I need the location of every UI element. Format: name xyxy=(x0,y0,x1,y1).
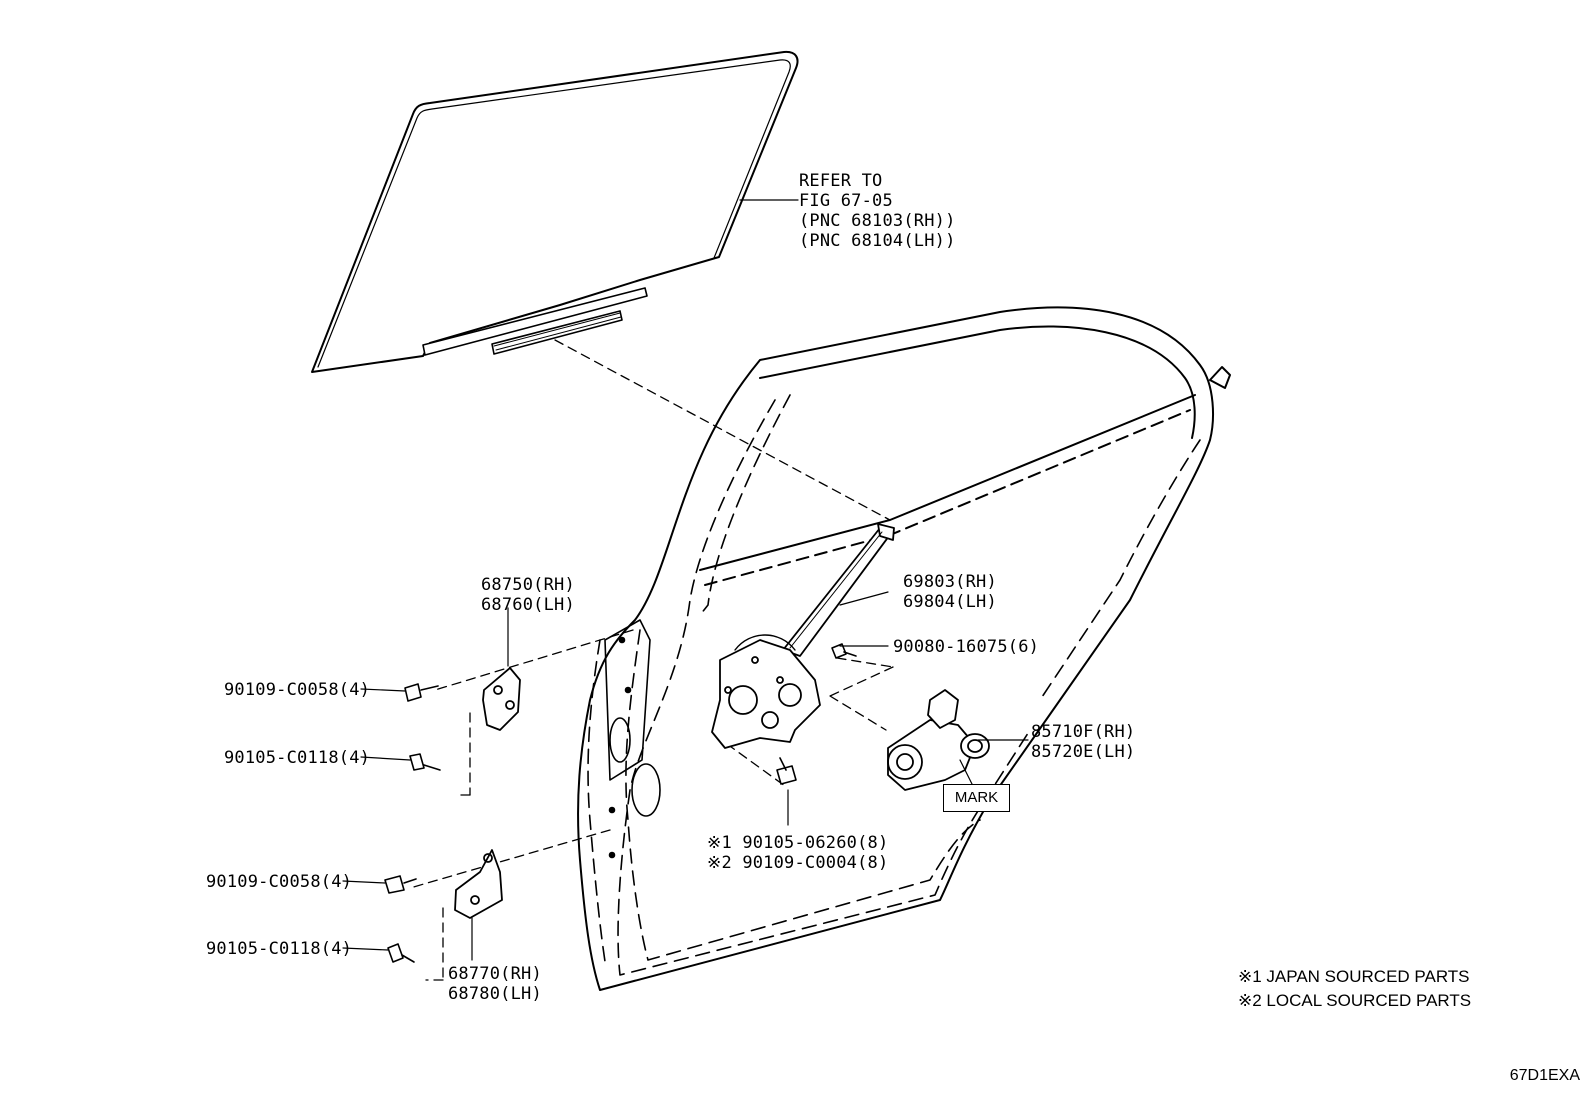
door-inner-seal xyxy=(587,394,1201,976)
regulator-label-lh: 69804(LH) xyxy=(903,592,997,612)
lower-hinge-label-lh: 68780(LH) xyxy=(448,984,542,1004)
bolts xyxy=(384,643,857,963)
regulator-assembly xyxy=(711,634,821,749)
door-glass xyxy=(311,50,799,373)
figure-code: 67D1EXA xyxy=(1509,1067,1580,1084)
refer-note-line-3: (PNC 68103(RH)) xyxy=(799,211,956,231)
regulator-bolt-label: 90080-16075(6) xyxy=(893,637,1040,657)
bolt-upper-2-label: 90105-C0118(4) xyxy=(224,748,371,768)
footnote-japan: ※1 JAPAN SOURCED PARTS xyxy=(1238,967,1470,986)
leader-lines xyxy=(342,591,1029,961)
refer-note-line-1: REFER TO xyxy=(799,171,883,191)
motor-bolt-label-2: ※2 90109-C0004(8) xyxy=(707,853,889,873)
motor-bolt-label-1: ※1 90105-06260(8) xyxy=(707,833,889,853)
regulator-label-rh: 69803(RH) xyxy=(903,572,997,592)
bolt-lower-label: 90109-C0058(4) xyxy=(206,872,353,892)
lower-hinge-label-rh: 68770(RH) xyxy=(448,964,542,984)
motor-label-lh: 85720E(LH) xyxy=(1031,742,1136,762)
bolt-upper-label: 90109-C0058(4) xyxy=(224,680,371,700)
regulator-rail xyxy=(782,523,895,657)
lower-hinge xyxy=(454,849,503,919)
upper-hinge xyxy=(482,667,521,731)
refer-note-line-4: (PNC 68104(LH)) xyxy=(799,231,956,251)
door-panel-detail xyxy=(604,619,661,859)
bolt-lower-2-label: 90105-C0118(4) xyxy=(206,939,353,959)
mark-label-box: MARK xyxy=(943,784,1010,812)
window-motor xyxy=(887,689,990,791)
motor-label-rh: 85710F(RH) xyxy=(1031,722,1136,742)
upper-hinge-label-rh: 68750(RH) xyxy=(481,575,575,595)
upper-hinge-label-lh: 68760(LH) xyxy=(481,595,575,615)
refer-note-line-2: FIG 67-05 xyxy=(799,191,893,211)
footnote-local: ※2 LOCAL SOURCED PARTS xyxy=(1238,991,1472,1010)
